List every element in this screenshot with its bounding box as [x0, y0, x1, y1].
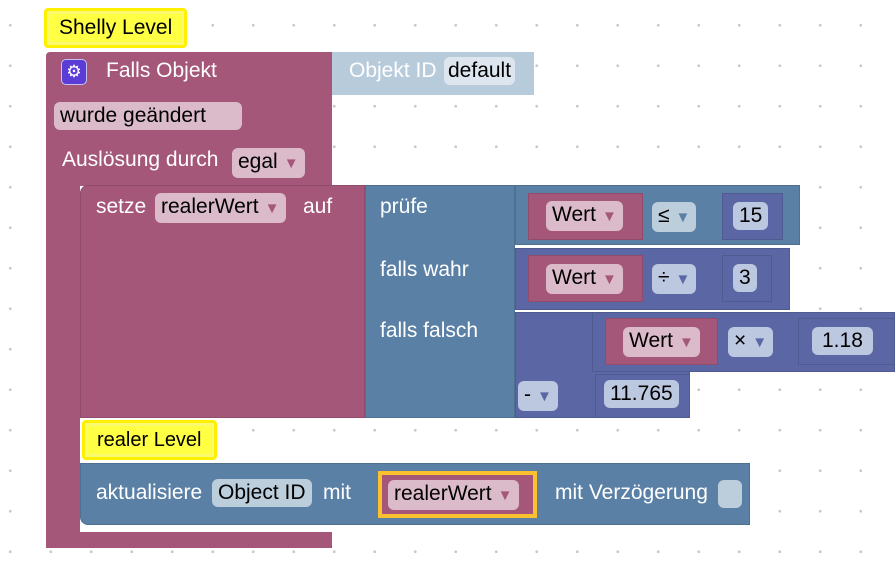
- event-block-rail: [46, 150, 80, 548]
- update-label: aktualisiere: [96, 481, 203, 504]
- variable-dropdown[interactable]: Wert ▼: [623, 327, 700, 357]
- number-field[interactable]: 1.18: [812, 327, 873, 355]
- ternary-block[interactable]: [365, 185, 515, 418]
- delay-field[interactable]: [718, 480, 742, 508]
- variable-name: Wert: [552, 203, 596, 226]
- set-variable-dropdown[interactable]: realerWert ▼: [155, 193, 286, 223]
- trigger-by-value: egal: [238, 150, 278, 173]
- chevron-down-icon: ▼: [678, 334, 694, 351]
- chevron-down-icon: ▼: [497, 487, 513, 504]
- event-block-bottom: [46, 532, 332, 548]
- set-variable-block[interactable]: [80, 185, 365, 418]
- math-operator-dropdown[interactable]: ÷▼: [652, 264, 697, 294]
- operator: ×: [734, 329, 747, 352]
- variable-name: realerWert: [394, 482, 492, 505]
- gear-icon[interactable]: ⚙: [61, 59, 87, 85]
- number-field[interactable]: 3: [733, 264, 757, 292]
- delay-label: mit Verzögerung: [555, 481, 708, 504]
- chevron-down-icon: ▼: [283, 155, 299, 172]
- set-variable-name: realerWert: [161, 195, 259, 218]
- math-operator-dropdown[interactable]: -▼: [518, 381, 558, 411]
- chevron-down-icon: ▼: [675, 209, 691, 226]
- set-label: setze: [96, 195, 147, 218]
- chevron-down-icon: ▼: [752, 334, 768, 351]
- with-label: mit: [323, 481, 351, 504]
- variable-dropdown[interactable]: realerWert ▼: [388, 480, 519, 510]
- variable-name: Wert: [629, 329, 673, 352]
- object-id-label: Objekt ID: [349, 59, 437, 82]
- trigger-by-label: Auslösung durch: [62, 148, 219, 171]
- comment-realer-level[interactable]: realer Level: [82, 420, 217, 460]
- comment-shelly-level[interactable]: Shelly Level: [44, 8, 188, 48]
- chevron-down-icon: ▼: [675, 271, 691, 288]
- chevron-down-icon: ▼: [601, 271, 617, 288]
- comment-text: realer Level: [97, 429, 202, 451]
- chevron-down-icon: ▼: [537, 388, 552, 405]
- operator: -: [524, 383, 531, 406]
- variable-name: Wert: [552, 266, 596, 289]
- operator: ≤: [658, 204, 670, 227]
- falls-objekt-label: Falls Objekt: [106, 59, 217, 82]
- if-false-label: falls falsch: [380, 319, 479, 342]
- comment-text: Shelly Level: [59, 16, 173, 39]
- trigger-by-dropdown[interactable]: egal ▼: [232, 148, 305, 178]
- to-label: auf: [303, 195, 333, 218]
- changed-dropdown[interactable]: wurde geändert: [54, 102, 242, 130]
- compare-operator-dropdown[interactable]: ≤▼: [652, 202, 697, 232]
- number-field[interactable]: 15: [733, 202, 769, 230]
- math-operator-dropdown[interactable]: ×▼: [728, 327, 774, 357]
- object-id-field[interactable]: Object ID: [212, 479, 312, 507]
- operator: ÷: [658, 266, 670, 289]
- variable-dropdown[interactable]: Wert ▼: [546, 201, 623, 231]
- chevron-down-icon: ▼: [601, 208, 617, 225]
- chevron-down-icon: ▼: [264, 200, 280, 217]
- if-true-label: falls wahr: [380, 258, 469, 281]
- variable-dropdown[interactable]: Wert ▼: [546, 264, 623, 294]
- number-field[interactable]: 11.765: [604, 380, 679, 408]
- object-id-field[interactable]: default: [444, 57, 516, 85]
- check-label: prüfe: [380, 195, 428, 218]
